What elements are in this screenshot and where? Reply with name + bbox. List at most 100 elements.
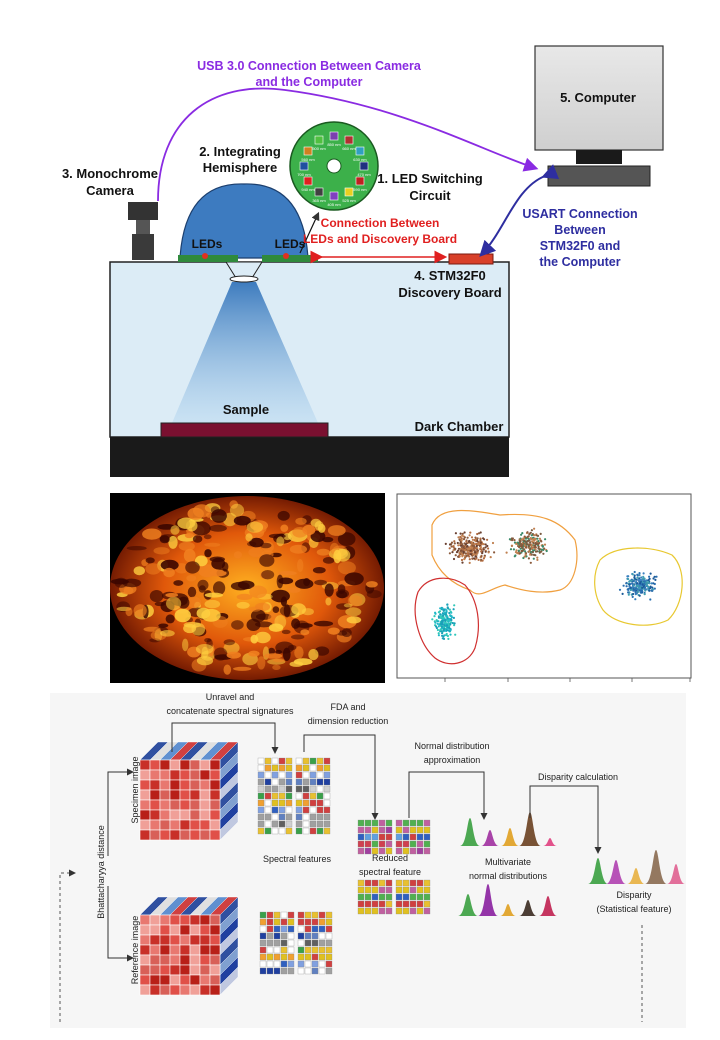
cube-front-cell — [169, 934, 181, 946]
usart-label-2: Between — [554, 223, 605, 237]
spectral-grid-cell — [318, 939, 326, 947]
scatter-point — [533, 527, 536, 530]
spectral-grid-cell — [378, 900, 386, 908]
spectral-grid-cell — [402, 907, 410, 915]
spectral-grid-cell — [423, 826, 431, 834]
scatter-point — [451, 621, 454, 625]
camera-mid — [136, 220, 150, 234]
led-circuit-label-1: 1. LED Switching — [377, 171, 483, 186]
heat-blob — [123, 586, 134, 595]
scatter-point — [446, 603, 449, 606]
spectral-grid-cell — [287, 939, 295, 947]
spectral-grid-cell — [416, 840, 424, 848]
scatter-point — [444, 619, 447, 622]
heat-blob — [209, 556, 225, 563]
spectral-grid-cell — [278, 799, 286, 807]
scatter-point — [634, 593, 637, 596]
spectral-grid-cell — [295, 778, 303, 786]
led-square — [344, 187, 354, 197]
heat-blob — [291, 603, 306, 616]
cube-front-cell — [149, 974, 161, 986]
scatter-point — [639, 582, 642, 585]
spectral-grid-cell — [295, 764, 303, 772]
heat-blob — [346, 616, 362, 624]
scatter-point — [645, 583, 648, 586]
scatter-point — [631, 573, 634, 576]
spectral-grid-cell — [285, 757, 293, 765]
scatter-point — [457, 536, 460, 539]
scatter-point — [640, 576, 643, 579]
spectral-grid-cell — [385, 886, 393, 894]
scatter-point — [643, 577, 646, 580]
spectral-grid-cell — [285, 806, 293, 814]
scatter-point — [645, 588, 648, 591]
spectral-grid-cell — [311, 946, 319, 954]
spectral-grid-cell — [257, 827, 265, 835]
heat-blob — [229, 503, 245, 517]
scatter-point — [464, 552, 467, 555]
scatter-point — [629, 586, 632, 589]
cube-front-cell — [179, 924, 191, 936]
scatter-point — [643, 593, 646, 596]
scatter-point — [652, 577, 655, 580]
computer-monitor — [534, 45, 664, 151]
spectral-grid-cell — [264, 785, 272, 793]
spectral-grid-cell — [280, 911, 288, 919]
spectral-grid-cell — [371, 847, 379, 855]
scatter-point — [477, 558, 480, 562]
spectral-grid-cell — [257, 764, 265, 772]
distribution-peak — [519, 812, 541, 846]
spectral-grid-cell — [364, 840, 372, 848]
heat-blob — [197, 579, 209, 591]
heat-blob — [347, 595, 363, 607]
heatmap-texture — [110, 500, 382, 675]
spectral-grid-cell — [311, 953, 319, 961]
scatter-point — [534, 543, 537, 546]
scatter-point — [459, 547, 462, 550]
heat-blob — [223, 639, 235, 646]
scatter-point — [641, 586, 644, 589]
scatter-point — [445, 615, 448, 618]
spectral-grid-cell — [371, 819, 379, 827]
scatter-point — [462, 545, 466, 548]
heat-blob — [291, 618, 301, 629]
cube-front-cell — [159, 809, 171, 821]
unravel-label-2: concatenate spectral signatures — [166, 706, 294, 716]
cube-front-cell — [209, 789, 221, 801]
spectral-grid-cell — [295, 799, 303, 807]
spectral-grid-cell — [295, 806, 303, 814]
scatter-point — [487, 551, 490, 554]
spectral-grid-cell — [271, 757, 279, 765]
spectral-grid-cell — [316, 806, 324, 814]
heat-blob — [272, 606, 280, 613]
cube-front-cell — [209, 914, 221, 926]
scatter-point — [453, 548, 457, 551]
scatter-point — [447, 622, 450, 625]
heat-blob — [268, 533, 286, 539]
scatter-point — [440, 625, 443, 628]
specimen-label: Specimen image — [130, 756, 140, 823]
scatter-point — [464, 543, 467, 546]
spectral-grid-cell — [273, 953, 281, 961]
spectral-grid-cell — [323, 820, 331, 828]
heat-blob — [282, 647, 291, 661]
spectral-grid-cell — [309, 785, 317, 793]
led-square — [329, 191, 339, 201]
scatter-point — [642, 572, 645, 575]
scatter-point — [529, 541, 532, 544]
distribution-peak — [543, 838, 557, 846]
heat-blob — [174, 608, 191, 623]
spectral-grid-cell — [257, 771, 265, 779]
heat-blob — [149, 590, 164, 603]
scatter-point — [447, 637, 450, 641]
spectral-grid-cell — [316, 771, 324, 779]
leds-left-label: LEDs — [192, 237, 223, 251]
cube-front-cell — [149, 914, 161, 926]
spectral-grid-cell — [395, 819, 403, 827]
scatter-point — [522, 537, 525, 540]
scatter-point — [468, 555, 471, 558]
spectral-grid-cell — [297, 946, 305, 954]
spectral-grid-cell — [273, 946, 281, 954]
spectral-grid-cell — [257, 757, 265, 765]
heat-blob — [278, 571, 297, 576]
